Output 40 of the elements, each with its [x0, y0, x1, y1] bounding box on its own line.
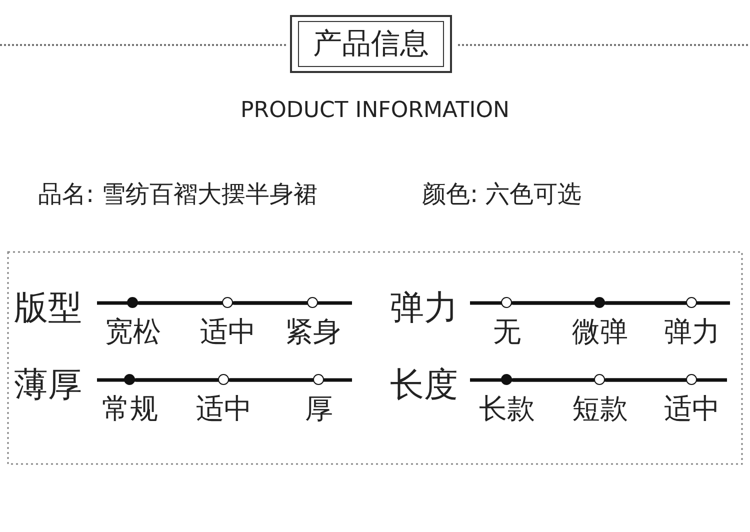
product-name: 品名: 雪纺百褶大摆半身裙 — [38, 179, 318, 210]
scale-dot — [218, 374, 229, 385]
option-label: 长款 — [479, 391, 535, 427]
scale-dot — [594, 374, 605, 385]
scale-line — [513, 301, 594, 305]
scale-line — [139, 301, 222, 305]
option-label: 微弹 — [572, 314, 628, 350]
option-label: 弹力 — [664, 314, 720, 350]
scale-line — [136, 378, 218, 382]
option-label: 适中 — [200, 314, 256, 350]
option-label: 无 — [493, 314, 521, 350]
option-label: 宽松 — [105, 314, 161, 350]
scale-line — [606, 378, 686, 382]
color-info: 颜色: 六色可选 — [422, 179, 582, 210]
attribute-name: 弹力 — [390, 287, 458, 330]
option-label: 适中 — [664, 391, 720, 427]
option-label: 厚 — [305, 391, 333, 427]
title: 产品信息 — [298, 21, 444, 67]
option-label: 紧身 — [285, 314, 341, 350]
attribute-name: 薄厚 — [14, 364, 82, 407]
scale-dot — [686, 297, 697, 308]
attribute-name: 长度 — [390, 364, 458, 407]
option-label: 常规 — [102, 391, 158, 427]
scale-dot — [686, 374, 697, 385]
scale-line — [234, 301, 307, 305]
scale-line — [230, 378, 313, 382]
option-label: 短款 — [572, 391, 628, 427]
selected-scale-dot — [124, 374, 135, 385]
scale-dot — [222, 297, 233, 308]
selected-scale-dot — [127, 297, 138, 308]
scale-line — [513, 378, 594, 382]
selected-scale-dot — [594, 297, 605, 308]
scale-dot — [501, 297, 512, 308]
scale-dot — [313, 374, 324, 385]
subtitle: PRODUCT INFORMATION — [240, 98, 510, 123]
option-label: 适中 — [196, 391, 252, 427]
scale-dot — [307, 297, 318, 308]
selected-scale-dot — [501, 374, 512, 385]
scale-line — [606, 301, 686, 305]
attribute-name: 版型 — [14, 287, 82, 330]
